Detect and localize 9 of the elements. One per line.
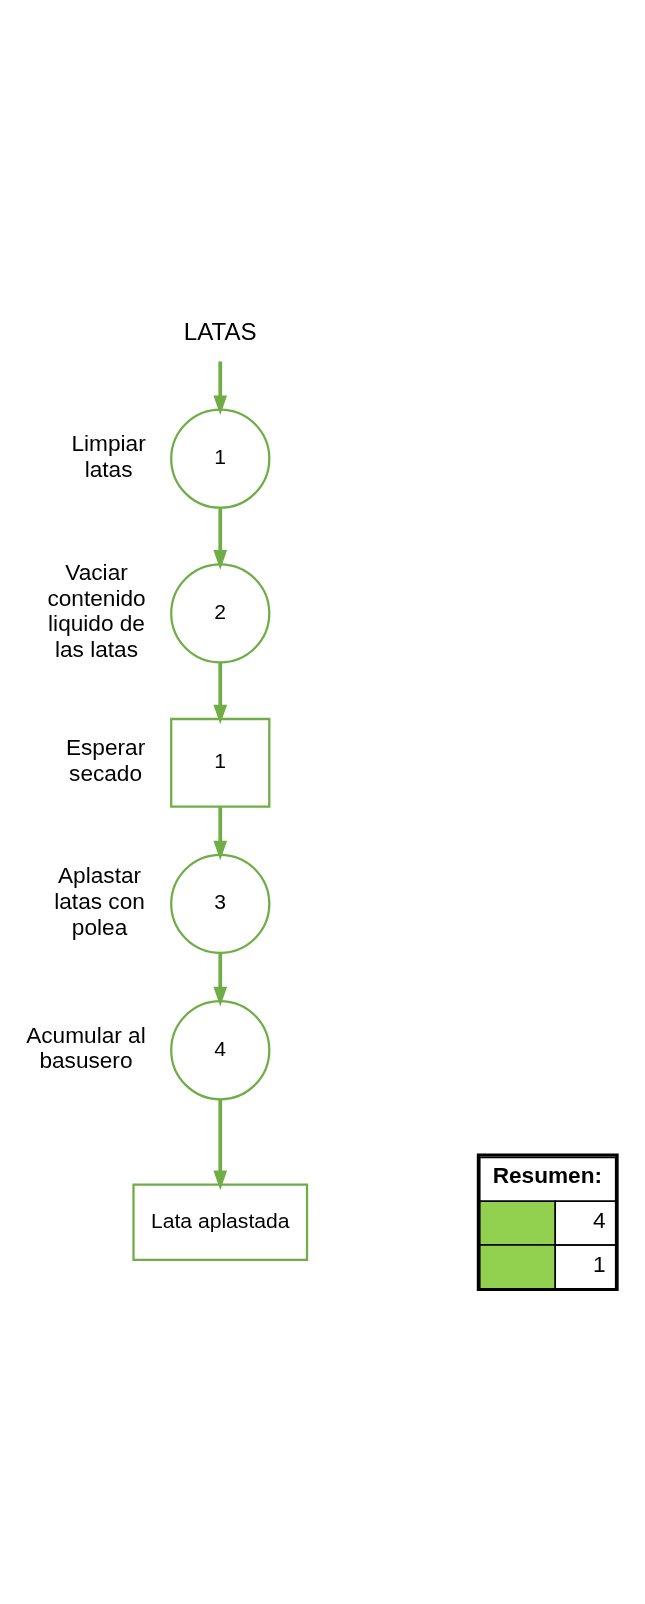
- node-label: Aplastar latas con polea: [54, 863, 145, 940]
- node-text: LATAS: [183, 317, 257, 345]
- node-label: Esperar secado: [65, 735, 146, 786]
- node-label: Acumular al basusero: [26, 1022, 146, 1074]
- node-label: Vaciar contenido liquido de las latas: [47, 560, 146, 663]
- node-label: Limpiar latas: [71, 431, 146, 482]
- legend-label: 1: [592, 1252, 606, 1278]
- label: Resumen:: [492, 1163, 603, 1189]
- legend-label: 4: [592, 1208, 606, 1234]
